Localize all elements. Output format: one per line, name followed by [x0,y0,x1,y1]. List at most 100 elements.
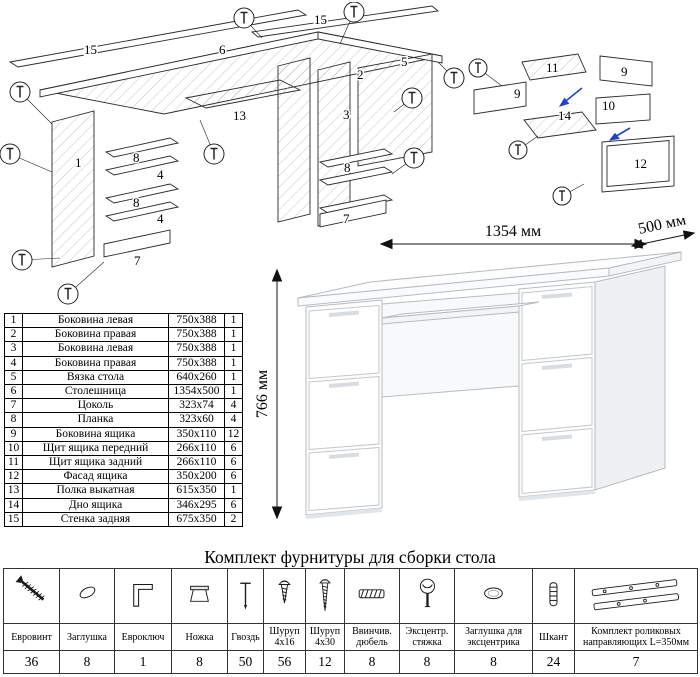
parts-cell-qty: 1 [224,369,243,386]
hw-item-name: Евровинт [3,623,60,651]
fastener-callout [57,261,105,305]
parts-cell-num: 9 [4,426,23,442]
width-dimension-label: 1354 мм [485,223,541,240]
drawer-front [308,375,380,451]
parts-cell-qty: 12 [224,426,243,442]
fastener-callout [11,249,61,271]
screw-long-icon [305,568,345,624]
hw-item-name: Шуруп 4x30 [305,623,345,651]
drawer-side-part [599,55,653,87]
parts-cell-num: 12 [4,469,23,485]
parts-cell-num: 10 [4,440,23,457]
parts-cell-qty: 6 [224,469,243,485]
parts-cell-qty: 2 [224,511,243,528]
drawer-facade-part [606,140,670,187]
side-panel-part [317,61,351,227]
fastener-callouts [468,58,585,206]
part-number-label: 10 [602,98,615,113]
hw-item-qty: 7 [574,650,698,674]
drawer-handle [541,292,573,299]
floor-shadow [306,508,382,519]
parts-cell-name: Боковина левая [22,341,169,357]
threaded-dowel-icon [344,568,400,624]
hw-item-qty: 8 [59,650,115,674]
parts-cell-name: Фасад ящика [22,469,169,485]
part-number-label: 8 [133,195,140,210]
desk-side-face [594,265,666,491]
hw-item-name: Эксцентр. стяжка [399,623,455,651]
parts-cell-size: 266x110 [168,455,225,471]
fastener-callout [508,135,539,160]
parts-cell-num: 8 [4,412,23,428]
part-number-label: 2 [357,67,364,82]
parts-cell-name: Боковина левая [22,312,169,329]
drawer-front [521,285,593,362]
parts-cell-size: 346x295 [168,497,225,513]
hw-item-qty: 24 [532,650,575,674]
parts-cell-name: Боковина правая [22,355,169,371]
tabletop-edge [317,31,443,64]
parts-cell-num: 7 [4,398,23,414]
parts-cell-qty: 6 [224,455,243,471]
side-panel-part [277,57,311,223]
parts-cell-name: Боковина ящика [22,426,169,442]
cam-cap-icon [454,568,533,624]
nail-icon [227,568,264,624]
hw-item-qty: 56 [263,650,306,674]
back-panel-part [8,9,308,68]
parts-cell-name: Планка [22,412,169,428]
fastener-callout [9,81,53,125]
parts-cell-size: 750x388 [168,312,225,329]
fastener-callout [437,61,465,89]
parts-cell-size: 323x60 [168,412,225,428]
assembly-arrows [558,87,631,141]
desk-render [297,251,682,519]
drawer-handle [328,452,360,459]
part-number-label: 11 [546,60,559,75]
drawer-front [308,446,380,512]
parts-cell-size: 323x74 [168,398,225,414]
fastener-callout [233,7,263,39]
parts-cell-num: 2 [4,327,23,343]
parts-cell-size: 350x110 [168,426,225,442]
hw-item-name: Ножка [171,623,228,651]
parts-cell-num: 13 [4,483,23,499]
parts-cell-qty: 1 [224,483,243,499]
hw-item-name: Гвоздь [227,623,264,651]
rail-part [104,201,180,222]
part-number-label: 8 [133,150,140,165]
parts-cell-name: Дно ящика [22,497,169,513]
parts-cell-name: Стенка задняя [22,511,169,528]
depth-dimension-label: 500 мм [637,218,688,238]
part-number-label: 1 [75,155,82,170]
part-number-label: 9 [621,64,628,79]
drawer-diagram-labels: 11 9 9 10 14 12 [513,59,649,173]
part-number-label: 6 [219,42,226,57]
part-number-label: 15 [314,12,327,27]
hw-item-name: Шкант [532,623,575,651]
drawer-handle [328,310,360,317]
fastener-callout [552,183,585,206]
part-number-label: 4 [157,211,164,226]
parts-cell-name: Щит ящика передний [22,440,169,457]
parts-cell-name: Щит ящика задний [22,455,169,471]
parts-cell-num: 11 [4,455,23,471]
hw-item-name: Ввинчив. дюбель [344,623,400,651]
drawer-bottom-part [523,111,597,139]
hw-item-qty: 8 [344,650,400,674]
parts-cell-size: 750x388 [168,327,225,343]
main-exploded-diagram: 15 6 15 2 5 3 13 1 8 4 8 4 7 8 7 [0,2,465,305]
parts-cell-qty: 4 [224,412,243,428]
wood-dowel-icon [532,568,575,624]
parts-cell-size: 750x388 [168,341,225,357]
drawer-handle [328,381,360,388]
hw-item-qty: 8 [171,650,228,674]
hardware-kit-title: Комплект фурнитуры для сборки стола [204,547,496,567]
